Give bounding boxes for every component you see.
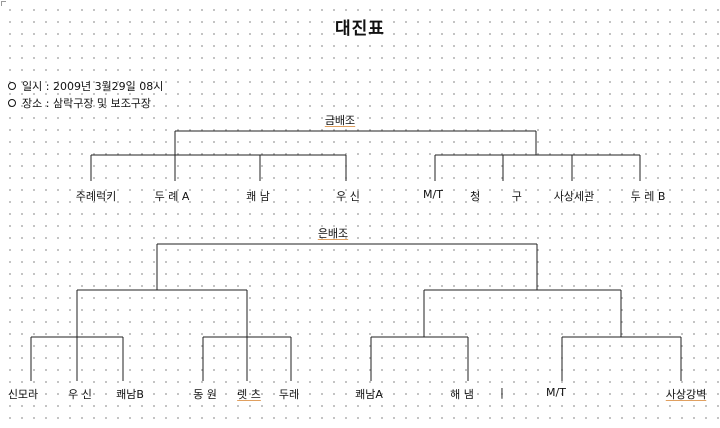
gold-team: 우 신 — [336, 190, 360, 203]
silver-team: 렛 츠 — [237, 388, 261, 401]
gold-group-title: 금배조 — [324, 114, 356, 127]
circle-bullet-icon — [8, 99, 16, 107]
date-label: 일시 — [22, 80, 43, 93]
gold-team: 주례럭키 — [75, 190, 117, 203]
gold-team: 사상세관 — [553, 190, 595, 203]
silver-team: 해 냄 — [450, 388, 474, 401]
gold-team: M/T — [423, 188, 443, 201]
gold-team: 두 레 B — [630, 190, 666, 203]
silver-team: 사상강벽 — [665, 388, 707, 401]
info-date: 일시 : 2009년 3월29일 08시 — [8, 78, 163, 94]
silver-team: 동 원 — [193, 388, 217, 401]
page-corner-mark — [1, 1, 6, 6]
gold-team: 두 례 A — [154, 190, 190, 203]
date-value: 2009년 3월29일 08시 — [52, 80, 164, 93]
gold-bracket — [90, 130, 641, 181]
silver-group-title: 은배조 — [317, 227, 349, 240]
silver-team: 두레 — [278, 388, 300, 401]
info-place: 장소 : 삼락구장 및 보조구장 — [8, 95, 151, 111]
silver-team: M/T — [546, 386, 566, 399]
place-value: 삼락구장 및 보조구장 — [52, 97, 152, 110]
silver-team: 신모라 — [7, 388, 39, 401]
place-label: 장소 — [22, 97, 43, 110]
silver-team: | — [500, 386, 504, 399]
gold-team: 청 구 — [470, 190, 536, 203]
gold-team: 쾌 남 — [246, 190, 270, 203]
silver-team: 우 신 — [68, 388, 92, 401]
circle-bullet-icon — [8, 82, 16, 90]
page-title: 대진표 — [335, 19, 385, 39]
silver-team: 쾌남B — [116, 388, 144, 401]
silver-bracket — [30, 243, 682, 381]
silver-team: 쾌남A — [355, 388, 383, 401]
